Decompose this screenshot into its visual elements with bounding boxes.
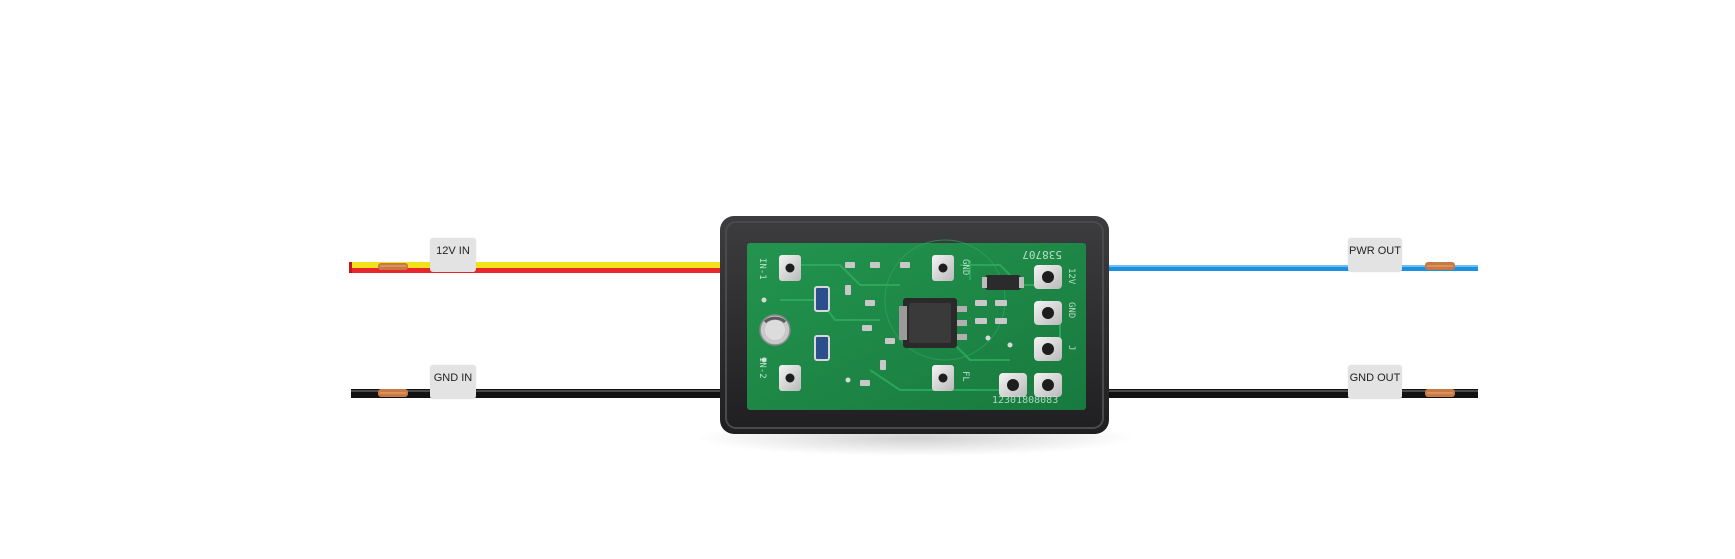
pcb-label-j: J — [1066, 345, 1076, 350]
pad-12v — [1034, 265, 1062, 289]
pad-gnd — [932, 255, 954, 281]
pcb-serial: 12301808083 — [992, 395, 1058, 406]
diode-icon — [982, 275, 1024, 290]
pcb-label-12v: 12V — [1066, 268, 1076, 285]
pcb-label-in-2: IN-2 — [757, 357, 767, 379]
label-12v-in: 12V IN — [430, 238, 476, 272]
pad-gnd-out — [1034, 301, 1062, 325]
wire-gnd-in — [351, 389, 721, 398]
pcb-label-gnd: GND — [960, 259, 970, 275]
pcb-part-number: 538707 — [1022, 248, 1062, 261]
label-gnd-out: GND OUT — [1348, 365, 1402, 399]
pad-in-1 — [779, 255, 801, 281]
pad-j — [1034, 337, 1062, 361]
wire-pwr-out — [1105, 262, 1478, 271]
pcb-pads — [779, 255, 1062, 397]
resistor-icon — [814, 286, 830, 312]
pad-fl — [932, 365, 954, 391]
label-pwr-out: PWR OUT — [1348, 238, 1402, 272]
regulator-chip-icon — [899, 298, 967, 348]
pad-in-2 — [779, 365, 801, 391]
resistor-icon — [814, 335, 830, 361]
pad-extra-1 — [999, 373, 1027, 397]
capacitor-icon — [759, 314, 791, 346]
label-gnd-in: GND IN — [430, 365, 476, 399]
pcb-components — [759, 262, 1024, 386]
wire-gnd-out — [1105, 389, 1478, 398]
wire-12v-in — [349, 262, 721, 273]
pcb-label-in-1: IN-1 — [757, 258, 767, 280]
pcb-label-gnd-out: GND — [1066, 302, 1076, 318]
pcb-label-fl: FL — [960, 371, 970, 382]
pad-extra-2 — [1034, 373, 1062, 397]
